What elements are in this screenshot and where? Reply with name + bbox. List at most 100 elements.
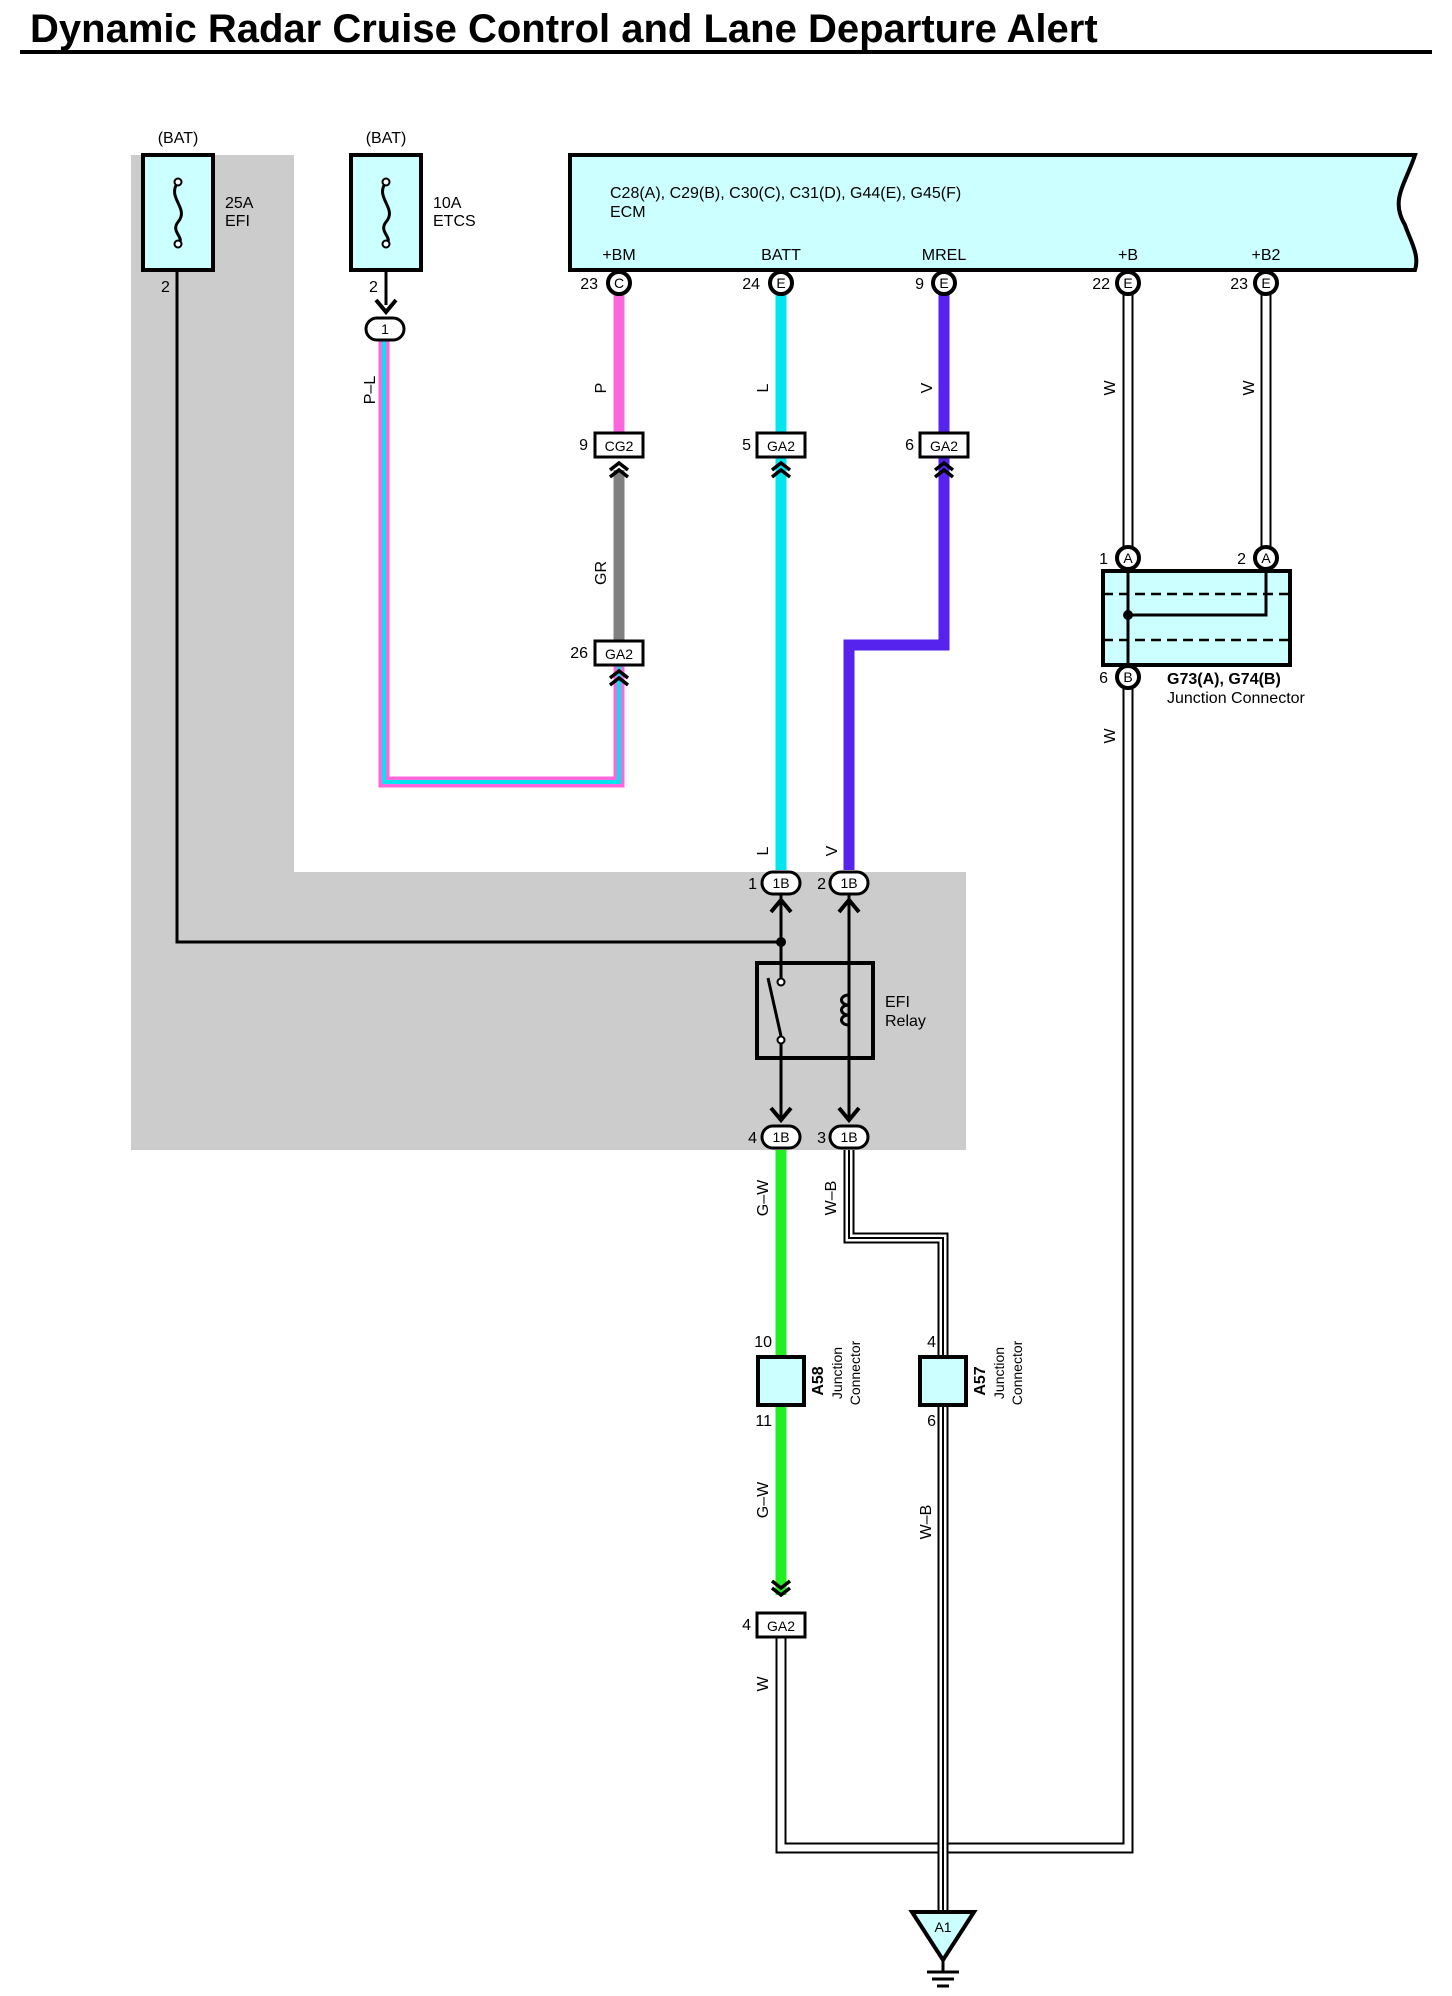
junction-g73-pin1: 1 [1099, 551, 1108, 568]
junction-a57-code: A57 [972, 1366, 989, 1395]
relay-arrow-down-icon [837, 1106, 861, 1124]
junction-g73-pin2-conn: A [1261, 550, 1271, 566]
junction-g73-desc: Junction Connector [1167, 690, 1306, 707]
wire-label-l-bot: L [755, 846, 772, 855]
junction-g73-name: G73(A), G74(B) [1167, 671, 1281, 688]
relay-conn-2: 1B [840, 875, 857, 891]
relay-coil-icon [840, 993, 850, 1027]
ecm-terminal-b-name: +B [1118, 247, 1138, 264]
inline-ga2c-code: GA2 [605, 646, 633, 662]
conn1-pin: 1 [381, 321, 389, 337]
relay-name-1: EFI [885, 994, 910, 1011]
inline-ga2d-pin: 4 [742, 1617, 751, 1634]
fuse-etcs-arrow-icon [374, 298, 398, 316]
ecm-terminal-b2-name: +B2 [1252, 247, 1281, 264]
inline-ga2-d: 4 GA2 [742, 1579, 807, 1639]
junction-a58-pin-top: 10 [754, 1334, 772, 1351]
junction-a58-pin-bot: 11 [755, 1413, 772, 1430]
junction-a57-desc1: Junction [991, 1347, 1007, 1399]
ecm-terminal-mrel-pin: 9 [915, 276, 924, 293]
fuse-efi-rating: 25A [225, 195, 254, 212]
fuse-etcs-source: (BAT) [366, 130, 407, 147]
ecm-box: C28(A), C29(B), C30(C), C31(D), G44(E), … [568, 153, 1419, 272]
fuse-efi: (BAT) 25A EFI 2 [141, 130, 254, 296]
ground-a1: A1 [908, 1910, 978, 1988]
inline-ga2b-pin: 6 [905, 437, 914, 454]
inline-cg2-code: CG2 [605, 438, 634, 454]
relay-conn-4: 1B [772, 1129, 789, 1145]
wire-label-gw2: G–W [755, 1481, 772, 1518]
relay-name-2: Relay [885, 1013, 926, 1030]
inline-cg2: 9 CG2 [579, 431, 645, 479]
ecm-terminal-b2-conn: E [1261, 275, 1270, 291]
junction-g73-pin6: 6 [1099, 670, 1108, 687]
fuse-etcs-icon [381, 181, 391, 246]
junction-a57-desc2: Connector [1009, 1340, 1025, 1405]
inline-ga2d-code: GA2 [767, 1618, 795, 1634]
wire-label-gw1: G–W [755, 1179, 772, 1216]
inline-ga2a-pin: 5 [742, 437, 751, 454]
ecm-terminal-b2: +B2 23 E [1230, 247, 1281, 296]
relay-pin-3: 3 [817, 1130, 826, 1147]
wire-pl-stripe [382, 340, 621, 784]
fuse-efi-icon [173, 181, 183, 246]
wire-w-return [775, 685, 1134, 1854]
ecm-terminal-batt-conn: E [776, 275, 785, 291]
relay-arrow-up-icon [769, 896, 793, 914]
fuse-efi-pin: 2 [161, 279, 170, 296]
inline-ga2-a: 5 GA2 [742, 431, 807, 479]
ecm-connectors: C28(A), C29(B), C30(C), C31(D), G44(E), … [610, 185, 961, 202]
wire-label-wb2: W–B [918, 1505, 935, 1540]
ecm-name: ECM [610, 204, 646, 221]
ecm-terminal-batt-pin: 24 [742, 276, 760, 293]
inline-ga2b-code: GA2 [930, 438, 958, 454]
junction-a58-code: A58 [810, 1366, 827, 1395]
wire-v [843, 292, 950, 870]
ecm-terminal-bm-conn: C [614, 275, 624, 291]
ecm-terminal-b2-pin: 23 [1230, 276, 1248, 293]
wire-label-pl: P–L [362, 376, 379, 405]
relay-connector-3: 3 1B [817, 1106, 870, 1150]
wire-label-w1: W [1102, 380, 1119, 396]
ecm-terminal-mrel-name: MREL [922, 247, 967, 264]
efi-relay: EFI Relay [755, 961, 926, 1060]
ground-label: A1 [934, 1919, 951, 1935]
ecm-terminal-bm-name: +BM [602, 247, 635, 264]
wire-wb-stripe [848, 1150, 944, 1912]
wire-w-return-fill [777, 685, 1132, 1852]
wire-label-v-bot: V [824, 845, 841, 856]
junction-a57: 4 6 A57 Junction Connector [918, 1334, 1025, 1430]
fuse-etcs-rating: 10A [433, 195, 462, 212]
relay-pin-4: 4 [748, 1130, 757, 1147]
inline-ga2-c: 26 GA2 [570, 639, 645, 687]
relay-connector-1: 1 1B [748, 870, 802, 914]
ecm-terminal-bm: +BM 23 C [580, 247, 636, 296]
fuse-etcs-name: ETCS [433, 213, 476, 230]
junction-a58-desc2: Connector [847, 1340, 863, 1405]
ecm-terminal-b-pin: 22 [1092, 276, 1110, 293]
wire-label-w2: W [1241, 380, 1258, 396]
wire-label-w3: W [1102, 728, 1119, 744]
junction-a57-pin-top: 4 [927, 1334, 936, 1351]
wire-label-gr: GR [593, 561, 610, 585]
junction-a58-desc1: Junction [829, 1347, 845, 1399]
fuse-etcs-pin: 2 [369, 279, 378, 296]
relay-pin-1: 1 [748, 876, 757, 893]
wire-pl [378, 340, 625, 788]
relay-switch-icon [766, 977, 783, 1037]
inline-ga2a-code: GA2 [767, 438, 795, 454]
wire-label-p: P [593, 383, 610, 394]
fuse-efi-name: EFI [225, 213, 250, 230]
relay-arrow-down-icon [769, 1106, 793, 1124]
junction-a58: 10 11 A58 Junction Connector [754, 1334, 863, 1430]
inline-cg2-pin: 9 [579, 437, 588, 454]
relay-conn-1: 1B [772, 875, 789, 891]
wire-efi-feed [175, 268, 781, 944]
junction-a57-pin-bot: 6 [927, 1413, 936, 1430]
ecm-terminal-mrel: MREL 9 E [915, 247, 967, 296]
relay-block-area [131, 155, 966, 1150]
ecm-terminal-mrel-conn: E [939, 275, 948, 291]
junction-g73-pin2: 2 [1237, 551, 1246, 568]
wire-label-w4: W [755, 1676, 772, 1692]
relay-connector-4: 4 1B [748, 1106, 802, 1150]
